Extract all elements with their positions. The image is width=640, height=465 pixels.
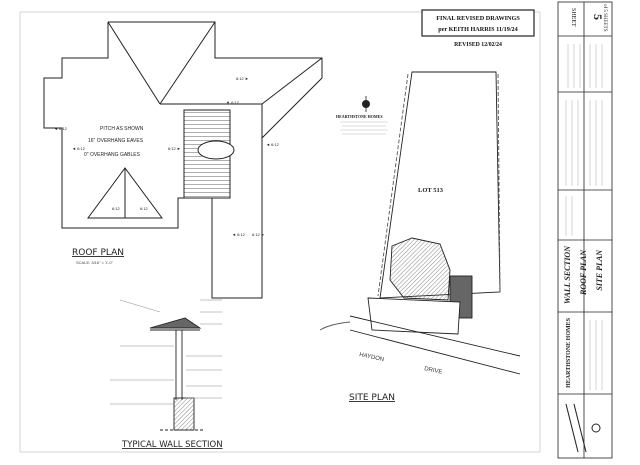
sheet-of: of 5 SHEETS [602, 4, 607, 32]
site-builder-address [340, 121, 388, 135]
sidebar-builder: HEARTHSTONE HOMES [566, 317, 572, 388]
sidebar-title-wall: WALL SECTION [563, 245, 572, 304]
sheet-label: SHEET [570, 8, 576, 27]
svg-text:6:12 ►: 6:12 ► [236, 76, 249, 81]
driveway [367, 297, 461, 335]
svg-text:6:12 ►: 6:12 ► [252, 232, 265, 237]
street-label-haydon: HAYDON [359, 352, 385, 363]
sidebar-title-site: SITE PLAN [595, 249, 604, 291]
section-leaders [110, 299, 222, 405]
street-label-drive: DRIVE [424, 366, 443, 376]
roof-plan-title: ROOF PLAN [72, 248, 124, 258]
roof-plan-scale: SCALE: 3/16" = 1'-0" [76, 260, 114, 265]
sidebar-title-roof: ROOF PLAN [579, 249, 588, 296]
svg-text:▼ 6:12: ▼ 6:12 [226, 100, 240, 105]
svg-text:◄ 6:12: ◄ 6:12 [72, 146, 86, 151]
site-plan-title: SITE PLAN [349, 393, 395, 403]
roof-plan-drawing: ◄ 6:12 ◄ 6:12 6:12 ► ▼ 6:12 ◄ 6:12 ◄ 6:1… [19, 11, 541, 453]
street-edge-1 [349, 315, 521, 357]
pitch-markers: ◄ 6:12 ◄ 6:12 6:12 ► ▼ 6:12 ◄ 6:12 ◄ 6:1… [54, 76, 280, 237]
svg-text:◄ 6:12: ◄ 6:12 [54, 126, 68, 131]
foundation-footing [173, 397, 195, 431]
svg-text:6:12 ►: 6:12 ► [168, 146, 181, 151]
svg-text:◄ 6:12: ◄ 6:12 [232, 232, 246, 237]
roof-note-gables: 0" OVERHANG GABLES [84, 152, 141, 158]
callout-bubble [197, 140, 235, 160]
site-builder-name: HEARTHSTONE HOMES [336, 114, 383, 119]
roof-note-eaves: 16" OVERHANG EAVES [88, 138, 144, 144]
revision-header-1: FINAL REVISED DRAWINGS [436, 15, 520, 22]
wall-section-drawing [110, 299, 222, 431]
eave-detail [149, 317, 202, 329]
sheet-border [19, 11, 541, 453]
setback-line [377, 73, 409, 297]
svg-text:6:12: 6:12 [140, 206, 149, 211]
revised-date: REVISED 12/02/24 [454, 42, 502, 48]
lot-label: LOT 513 [418, 187, 444, 194]
designer-logo [565, 403, 601, 453]
sidebar-fine-print [565, 44, 603, 390]
sheet-number: 5 [591, 14, 605, 20]
svg-text:6:12: 6:12 [112, 206, 121, 211]
roof-note-pitch: PITCH AS SHOWN [100, 126, 144, 132]
svg-text:◄ 6:12: ◄ 6:12 [266, 142, 280, 147]
ridge-line-1 [107, 21, 161, 105]
revision-header-2: per KEITH HARRIS 11/19/24 [438, 26, 517, 33]
sidebar [557, 1, 613, 459]
wall-section-title: TYPICAL WALL SECTION [121, 440, 223, 450]
north-arrow [362, 96, 370, 112]
revision-box [421, 9, 535, 37]
site-plan-drawing [319, 71, 521, 375]
title-block: FINAL REVISED DRAWINGS per KEITH HARRIS … [421, 9, 535, 48]
ridge-line-2 [159, 21, 216, 105]
street-edge-2 [349, 329, 521, 375]
house-footprint [389, 237, 451, 301]
